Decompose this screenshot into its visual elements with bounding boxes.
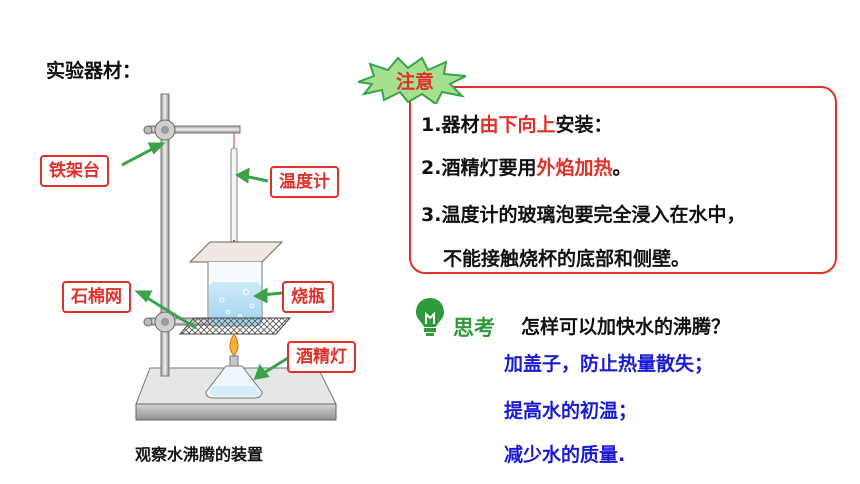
label-asbestos-gauze: 石棉网 bbox=[62, 281, 131, 313]
notice-line-1-end: 安装： bbox=[555, 114, 613, 136]
figure-caption: 观察水沸腾的装置 bbox=[135, 445, 264, 464]
notice-line-4: 不能接触烧杯的底部和侧壁。 bbox=[443, 248, 691, 270]
think-question: 怎样可以加快水的沸腾？ bbox=[521, 316, 731, 338]
lightbulb-icon bbox=[416, 298, 444, 336]
stand-rod bbox=[160, 93, 170, 377]
starburst-icon bbox=[358, 56, 466, 104]
notice-line-2-text: 2.酒精灯要用 bbox=[421, 157, 537, 179]
label-flask: 烧瓶 bbox=[282, 281, 334, 313]
section-title: 实验器材： bbox=[46, 60, 142, 82]
notice-line-1: 1.器材由下向上安装： bbox=[421, 110, 612, 137]
answer-3: 减少水的质量. bbox=[504, 444, 626, 466]
notice-line-2: 2.酒精灯要用外焰加热。 bbox=[421, 153, 631, 180]
notice-line-3: 3.温度计的玻璃泡要完全浸入在水中， bbox=[421, 204, 746, 226]
label-alcohol-lamp: 酒精灯 bbox=[287, 341, 356, 373]
notice-line-1-text: 1.器材 bbox=[421, 114, 480, 136]
asbestos-gauze bbox=[178, 317, 292, 335]
notice-line-2-end: 。 bbox=[612, 157, 632, 179]
notice-line-2-highlight: 外焰加热 bbox=[536, 157, 613, 179]
notice-title: 注意 bbox=[396, 71, 435, 93]
label-thermometer: 温度计 bbox=[270, 166, 339, 198]
notice-box bbox=[409, 86, 837, 274]
apparatus-illustration bbox=[121, 93, 337, 421]
think-label: 思考 bbox=[453, 316, 495, 340]
notice-line-1-highlight: 由下向上 bbox=[479, 114, 556, 136]
answer-1: 加盖子，防止热量散失； bbox=[504, 353, 714, 375]
answer-2: 提高水的初温； bbox=[504, 400, 638, 422]
label-iron-stand: 铁架台 bbox=[40, 155, 109, 187]
